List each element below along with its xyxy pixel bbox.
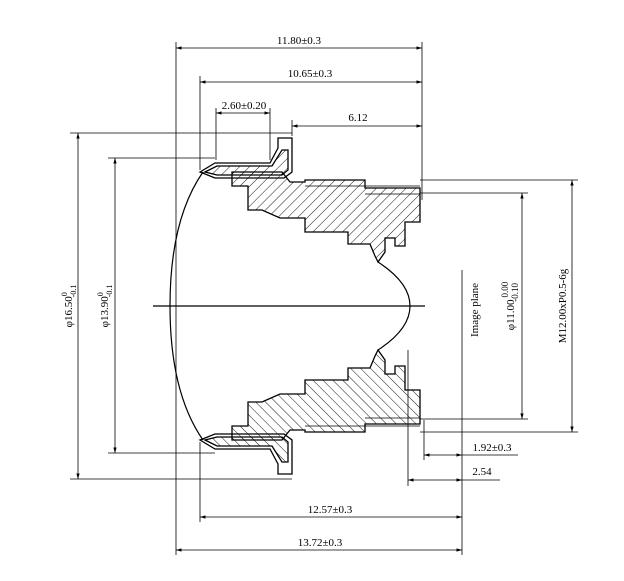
svg-text:2.60±0.20: 2.60±0.20 — [222, 100, 267, 112]
svg-text:12.57±0.3: 12.57±0.3 — [308, 504, 353, 516]
svg-text:11.80±0.3: 11.80±0.3 — [277, 35, 322, 47]
svg-text:φ11.000.00-0.10: φ11.000.00-0.10 — [500, 281, 520, 330]
dim-optical-length: 12.57±0.3 — [199, 442, 462, 522]
dim-thread-spec: M12.00xP0.5-6g — [420, 179, 578, 433]
lens-body-upper — [198, 137, 421, 264]
dim-flange-width: 2.60±0.20 — [215, 100, 271, 160]
dim-flange-back: 2.54 — [407, 350, 500, 486]
dim-back-focal: 1.92±0.3 — [423, 420, 518, 460]
svg-text:φ13.900-0.1: φ13.900-0.1 — [96, 285, 114, 328]
lens-body-lower — [198, 348, 421, 475]
svg-text:6.12: 6.12 — [348, 112, 367, 124]
dim-body-length: 10.65±0.3 — [199, 68, 422, 170]
image-plane: Image plane — [461, 270, 481, 480]
dim-overall-length-top: 11.80±0.3 — [175, 35, 423, 555]
svg-text:φ16.500-0.1: φ16.500-0.1 — [60, 285, 78, 328]
dim-thread-offset: 6.12 — [291, 112, 422, 136]
dim-total-length: 13.72±0.3 — [176, 480, 463, 555]
svg-text:Image plane: Image plane — [469, 283, 481, 337]
svg-text:1.92±0.3: 1.92±0.3 — [472, 442, 512, 454]
dim-outer-diameter: φ16.500-0.1 — [60, 132, 292, 480]
svg-text:10.65±0.3: 10.65±0.3 — [288, 68, 333, 80]
svg-text:13.72±0.3: 13.72±0.3 — [298, 537, 343, 549]
svg-text:M12.00xP0.5-6g: M12.00xP0.5-6g — [557, 268, 569, 343]
svg-text:2.54: 2.54 — [472, 466, 492, 478]
dim-barrel-diameter: φ11.000.00-0.10 — [420, 192, 528, 420]
dim-inner-diameter: φ13.900-0.1 — [96, 157, 215, 454]
